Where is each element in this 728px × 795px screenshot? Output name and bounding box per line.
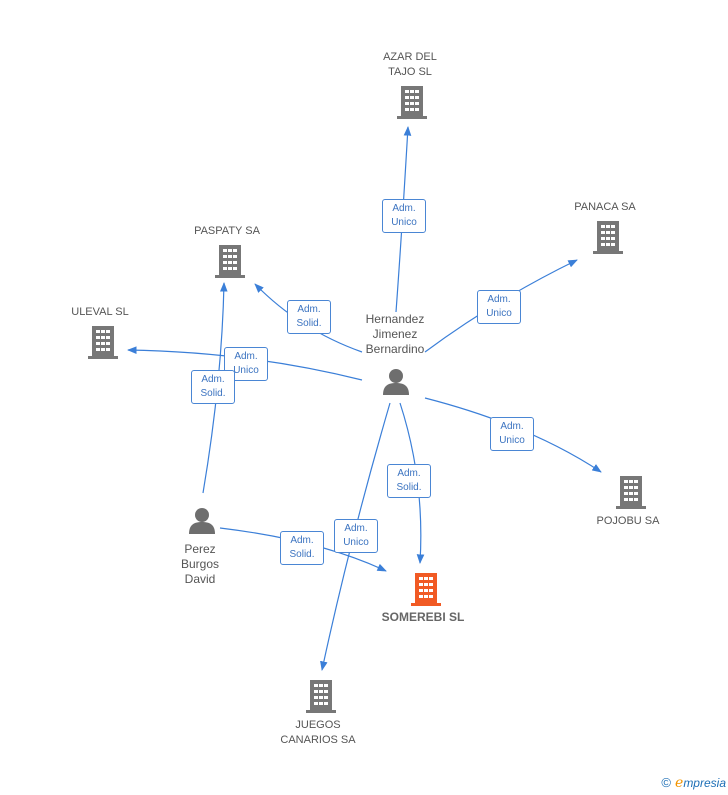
person-icon [189,508,215,534]
company-label-somerebi-main[interactable]: SOMEREBI SL [381,610,465,624]
company-label-paspaty[interactable]: PASPATY SA [194,225,260,237]
company-label-panaca[interactable]: PANACA SA [574,201,636,213]
building-icon [397,86,427,119]
building-icon [593,221,623,254]
person-label-hernandez[interactable]: Hernandez Jimenez Bernardino [365,312,425,356]
edge-badge-h-paspaty[interactable]: Adm. Solid. [287,300,331,334]
person-icon [383,369,409,395]
edge-badge-h-panaca[interactable]: Adm. Unico [477,290,521,324]
company-label-azar-del-tajo[interactable]: AZAR DEL TAJO SL [383,51,437,78]
building-icon [616,476,646,509]
brand-logo-text: mpresia [683,776,726,790]
edge-badge-h-pojobu[interactable]: Adm. Unico [490,417,534,451]
building-icon [88,326,118,359]
building-icon [411,573,441,606]
edge-badge-p-paspaty[interactable]: Adm. Solid. [191,370,235,404]
edge-badge-h-juegos[interactable]: Adm. Unico [334,519,378,553]
edge-badge-p-somerebi[interactable]: Adm. Solid. [280,531,324,565]
company-label-uleval[interactable]: ULEVAL SL [71,306,129,318]
building-icon [306,680,336,713]
building-icon [215,245,245,278]
footer-brand: ©empresia [661,775,726,791]
person-label-perez[interactable]: Perez Burgos David [180,542,220,586]
company-label-pojobu[interactable]: POJOBU SA [596,515,660,527]
brand-logo-initial: e [675,775,684,791]
edge-badge-h-somerebi[interactable]: Adm. Solid. [387,464,431,498]
company-label-juegos-canarios[interactable]: JUEGOS CANARIOS SA [280,719,356,746]
copyright-symbol: © [661,775,672,790]
edge-badge-h-azar[interactable]: Adm. Unico [382,199,426,233]
